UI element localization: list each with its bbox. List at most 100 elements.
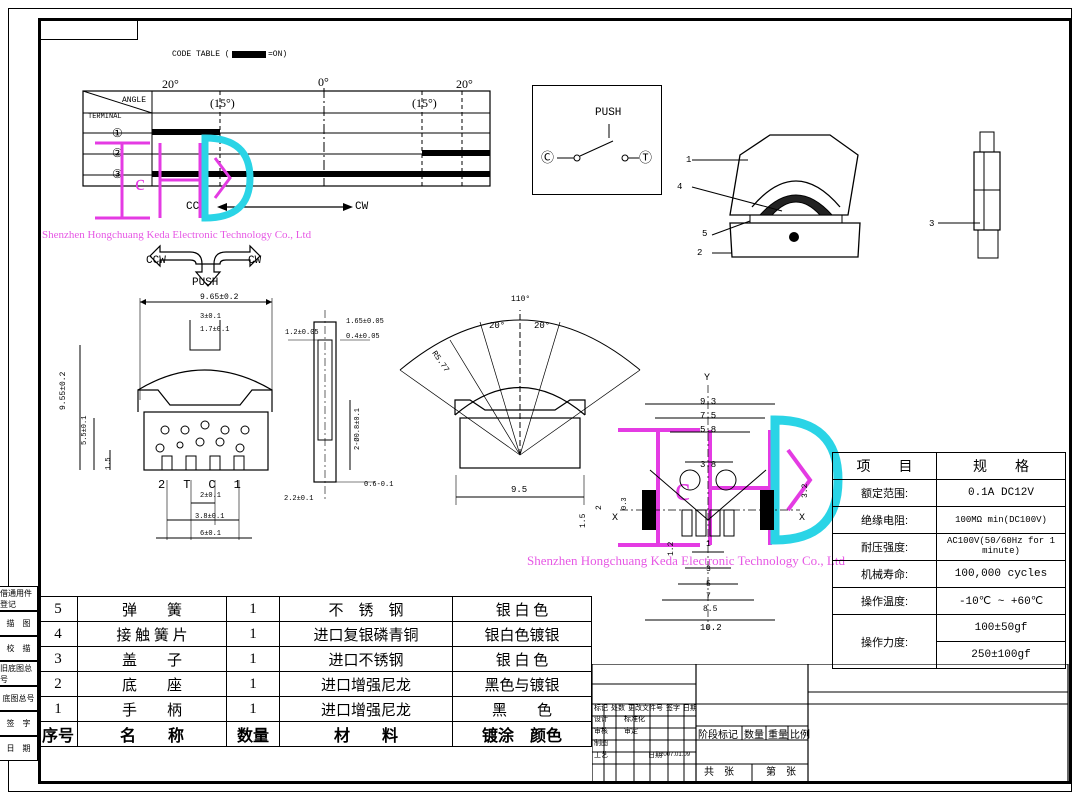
title-sheet-total: 共 张 — [704, 767, 734, 778]
pcb-y: Y — [704, 373, 711, 384]
bom-cell: 1 — [226, 646, 280, 672]
pin-c: C — [208, 478, 234, 492]
bom-cell: 进口增强尼龙 — [279, 696, 453, 722]
spec-row-value: AC100V(50/60Hz for 1 minute) — [936, 533, 1066, 561]
title-cell: 日期 — [683, 705, 697, 712]
bom-cell: 银白色镀银 — [452, 621, 592, 647]
dim-front-17: 1.7±0.1 — [200, 326, 230, 334]
pcb-h2: 2 — [595, 505, 604, 510]
pcb-w58: 5.8 — [700, 425, 717, 435]
dim-side-12: 1.2±0.05 — [285, 329, 319, 337]
callout-5: 5 — [702, 229, 708, 239]
pcb-b7: 7 — [706, 592, 711, 601]
spec-row-value: 100,000 cycles — [936, 560, 1066, 588]
cw-label: CW — [355, 201, 369, 213]
pcb-h12: 1.2 — [667, 541, 676, 556]
title-cell: 签字 — [666, 705, 680, 712]
dim-front-p2: 2±0.1 — [200, 492, 222, 500]
title-weight: 重量 — [768, 730, 788, 741]
pcb-w75: 7.5 — [700, 411, 717, 421]
watermark-text-1: Shenzhen Hongchuang Keda Electronic Tech… — [42, 229, 312, 241]
spec-table: 项 目 规 格 额定范围:0.1A DC12V 绝缘电阻:100MΩ min(D… — [832, 452, 1066, 669]
ccw-label: CCW — [186, 201, 206, 213]
schematic-c: Ⓒ — [541, 150, 555, 165]
dim-side-165: 1.65±0.05 — [346, 318, 384, 326]
title-review: 审核 — [594, 728, 608, 735]
callout-1: 1 — [686, 155, 692, 165]
pcb-w38: 3.8 — [700, 460, 717, 470]
bom-header-cell: 材 料 — [279, 721, 453, 747]
angle-left-20: 20° — [489, 321, 506, 331]
bom-cell: 黑色与镀银 — [452, 671, 592, 697]
bom-header-cell: 数量 — [226, 721, 280, 747]
logo-watermark-1: c — [95, 134, 254, 222]
title-tab — [38, 18, 138, 40]
callout-2: 2 — [697, 248, 703, 258]
bom-header-cell: 镀涂 颜色 — [452, 721, 592, 747]
bom-cell: 3 — [38, 646, 78, 672]
pcb-b1: 1 — [706, 540, 711, 549]
dim-front-h955: 9.55±0.2 — [59, 371, 68, 410]
pcb-h03: 0.3 — [621, 497, 629, 510]
spec-row-label: 耐压强度: — [832, 533, 937, 561]
spec-row-value: 100±50gf — [936, 614, 1066, 642]
title-date-label: 日期 — [648, 752, 662, 759]
pcb-b85: 8.5 — [703, 605, 718, 614]
spec-row-value: 100MΩ min(DC100V) — [936, 506, 1066, 534]
pcb-b3: 3 — [706, 565, 711, 574]
code-table-grid — [82, 88, 491, 187]
push-cw: CW — [248, 255, 262, 267]
bom-header-cell: 序号 — [38, 721, 78, 747]
side-label: 签 字 — [0, 711, 38, 736]
pin-2: 2 — [158, 478, 184, 492]
side-label: 借通用件登记 — [0, 586, 38, 611]
code-table-title: CODE TABLE ( — [172, 50, 230, 59]
pcb-layout-drawing — [620, 385, 800, 630]
title-row-revision: 标记 处数 更改文件号 签字 日期 — [594, 705, 697, 712]
pcb-h15: 1.5 — [579, 513, 588, 528]
pcb-x-right: X — [799, 513, 806, 524]
angle-zero-label: 0° — [318, 75, 329, 89]
title-date-value: 2007.01.09 — [660, 752, 691, 758]
pin-1: 1 — [233, 478, 259, 492]
spec-row-value: 0.1A DC12V — [936, 479, 1066, 507]
rotation-arrow — [217, 203, 353, 211]
pin-labels: 2TC1 — [158, 479, 259, 491]
angle-left-label: 20° — [162, 77, 179, 91]
pcb-b5: 5 — [706, 580, 711, 589]
bom-cell: 手 柄 — [77, 696, 227, 722]
title-scale: 比例 — [790, 730, 810, 741]
bom-cell: 接 触 簧 片 — [77, 621, 227, 647]
push-label: PUSH — [192, 277, 219, 289]
dim-side-06: 0.6-0.1 — [364, 481, 394, 489]
pcb-h32: 3.2 — [801, 483, 810, 498]
bom-cell: 4 — [38, 621, 78, 647]
code-table-on-label: =ON) — [268, 50, 288, 59]
bom-cell: 1 — [226, 696, 280, 722]
bom-header-cell: 名 称 — [77, 721, 227, 747]
side-label-column: 借通用件登记 描 图 校 描 旧底图总号 底图总号 签 字 日 期 — [0, 586, 38, 761]
spec-row-value: -10℃ ~ +60℃ — [936, 587, 1066, 615]
title-draft: 制图 — [594, 740, 608, 747]
title-design: 设计 — [594, 716, 608, 723]
range-right: (15°) — [412, 96, 437, 110]
on-swatch — [232, 51, 266, 58]
dim-side-22: 2.2±0.1 — [284, 495, 314, 503]
side-label: 描 图 — [0, 611, 38, 636]
bom-cell: 不 锈 钢 — [279, 596, 453, 622]
bom-cell: 盖 子 — [77, 646, 227, 672]
header-angle: ANGLE — [122, 96, 147, 105]
bom-cell: 进口复银磷青铜 — [279, 621, 453, 647]
bom-cell: 底 座 — [77, 671, 227, 697]
title-approve: 审定 — [624, 728, 638, 735]
angle-right-label: 20° — [456, 77, 473, 91]
spec-row-label: 额定范围: — [832, 479, 937, 507]
header-terminal: TERMINAL — [88, 113, 122, 121]
dim-side-2: 2-Ø0.8±0.1 — [354, 407, 362, 450]
bom-cell: 1 — [226, 596, 280, 622]
bom-cell: 黑 色 — [452, 696, 592, 722]
